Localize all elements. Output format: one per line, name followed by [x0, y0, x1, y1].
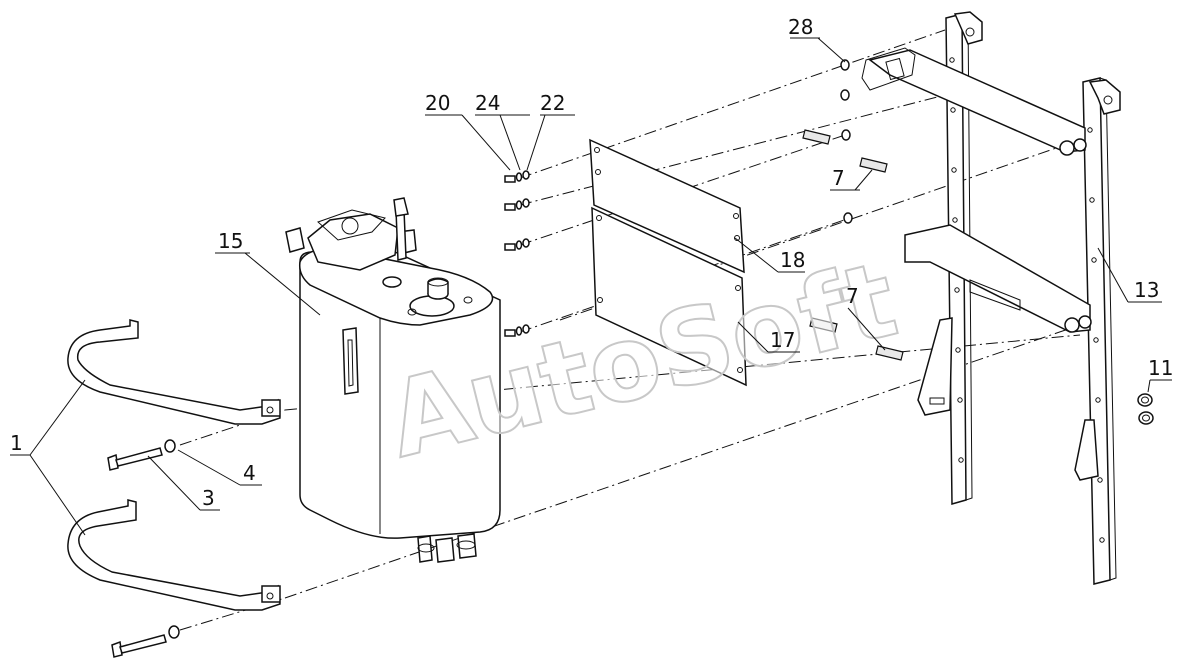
lock-nuts	[1137, 393, 1154, 425]
callout-18: 18	[780, 248, 805, 272]
strap-bolt-upper	[107, 439, 176, 471]
callout-20: 20	[425, 91, 450, 115]
callout-17: 17	[770, 328, 795, 352]
strap-bolt-lower	[111, 625, 180, 658]
callout-28: 28	[788, 15, 813, 39]
tank-strap-upper	[67, 319, 281, 425]
gasket-plate-upper	[589, 138, 745, 274]
rubber-pads	[802, 129, 904, 361]
rail-holes	[949, 57, 1105, 543]
callout-7-upper: 7	[832, 166, 845, 190]
callout-13: 13	[1134, 278, 1159, 302]
tank-strap-lower	[67, 499, 281, 611]
callout-24: 24	[475, 91, 500, 115]
gasket-plate-lower	[591, 206, 747, 387]
bolt-washer-sets	[504, 170, 530, 337]
frame-nuts	[840, 59, 853, 224]
callout-labels: 28 20 24 22 15 7 7 18 17 13 11 1 3 4	[10, 15, 1173, 510]
callout-leaders	[10, 37, 1172, 536]
hydraulic-tank	[285, 197, 501, 563]
frame-bracket	[861, 11, 1121, 585]
callout-4: 4	[243, 461, 256, 485]
callout-22: 22	[540, 91, 565, 115]
callout-7-lower: 7	[846, 284, 859, 308]
callout-1: 1	[10, 431, 23, 455]
callout-15: 15	[218, 229, 243, 253]
callout-3: 3	[202, 486, 215, 510]
callout-11: 11	[1148, 356, 1173, 380]
